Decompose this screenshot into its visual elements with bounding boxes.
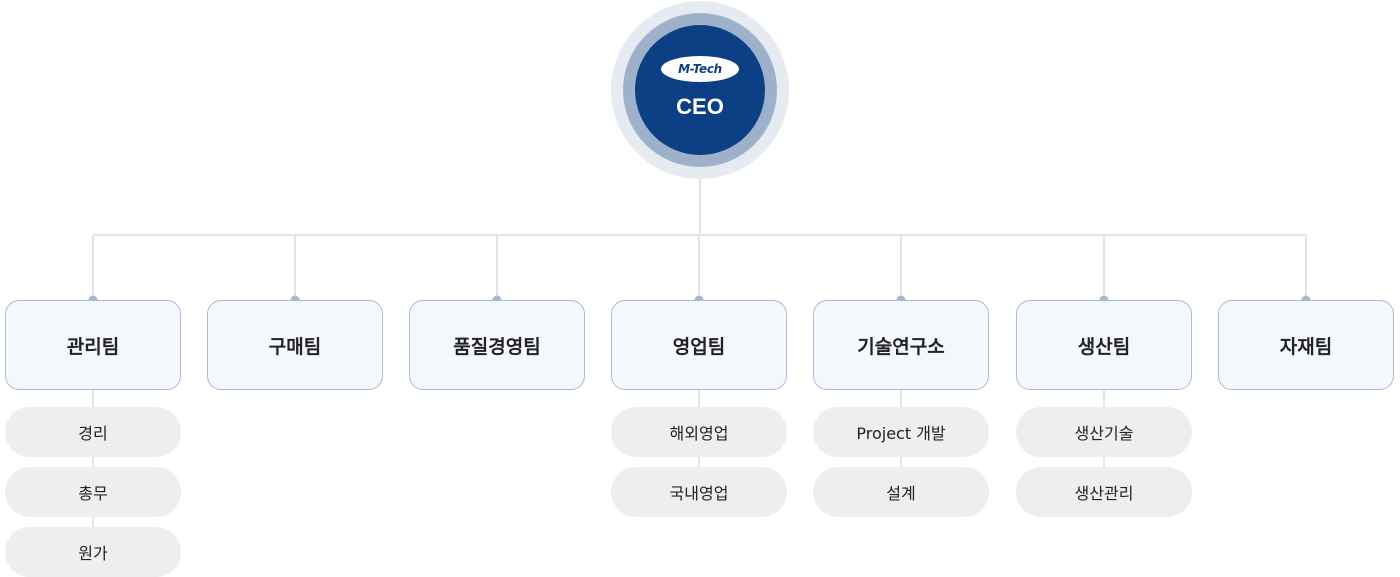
sub-team-label: 생산관리 [1074,484,1134,503]
sub-team-label: 국내영업 [669,484,729,503]
team-label: 기술연구소 [857,335,945,358]
sub-team-label: 생산기술 [1074,424,1134,443]
team-label: 영업팀 [672,335,726,358]
team-box: 구매팀 [207,300,383,390]
team-label: 품질경영팀 [453,335,541,358]
sub-team-pill: 설계 [813,467,989,517]
sub-team-pill: 생산기술 [1016,407,1192,457]
team-box: 관리팀 [5,300,181,390]
company-logo-text: M-Tech [678,62,722,76]
sub-team-label: 총무 [78,484,108,503]
sub-team-pill: 경리 [5,407,181,457]
team-box: 자재팀 [1218,300,1394,390]
company-logo: M-Tech [661,56,739,82]
sub-team-label: 해외영업 [669,424,729,443]
sub-team-pill: 생산관리 [1016,467,1192,517]
sub-team-pill: 해외영업 [611,407,787,457]
sub-team-label: Project 개발 [856,424,946,443]
team-label: 구매팀 [268,335,322,358]
team-box: 생산팀 [1016,300,1192,390]
team-box: 품질경영팀 [409,300,585,390]
sub-team-pill: 총무 [5,467,181,517]
team-label: 생산팀 [1077,335,1131,358]
sub-team-label: 경리 [78,424,108,443]
sub-team-pill: 원가 [5,527,181,577]
sub-team-label: 원가 [78,544,108,563]
ceo-node: M-Tech CEO [635,25,765,155]
team-label: 자재팀 [1279,335,1333,358]
team-box: 영업팀 [611,300,787,390]
team-box: 기술연구소 [813,300,989,390]
team-label: 관리팀 [66,335,120,358]
sub-team-label: 설계 [886,484,916,503]
sub-team-pill: Project 개발 [813,407,989,457]
sub-team-pill: 국내영업 [611,467,787,517]
ceo-label: CEO [676,94,724,119]
